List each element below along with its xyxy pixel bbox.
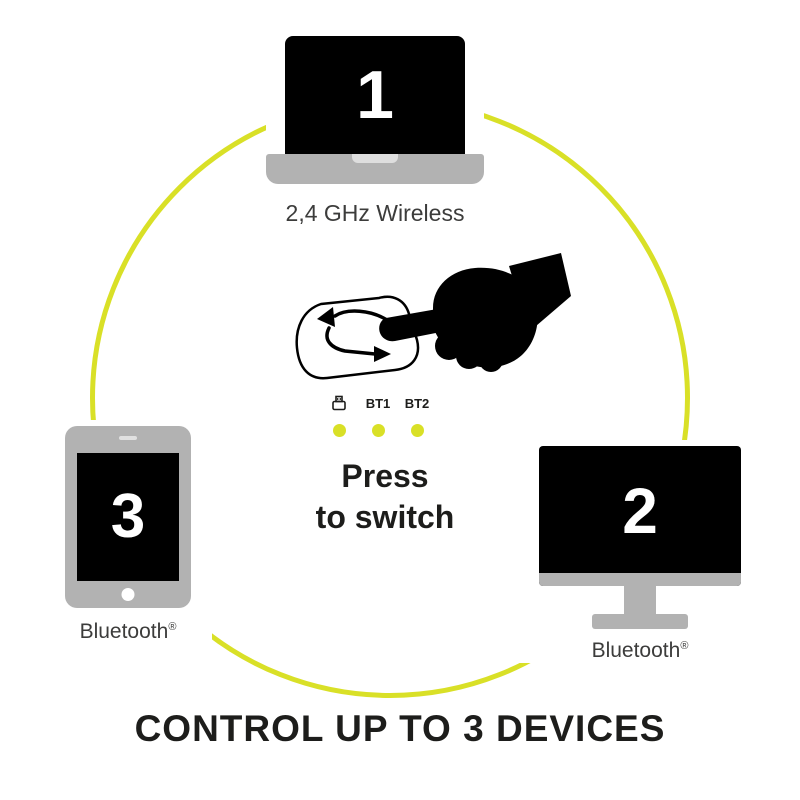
usb-receiver-icon [329,394,349,412]
footer-title: CONTROL UP TO 3 DEVICES [134,708,666,749]
device-number: 3 [110,482,146,551]
tablet-body: 3 [65,426,191,608]
mouse-hand-illustration [295,253,571,380]
label-text: 2,4 GHz Wireless [285,200,465,226]
press-line-1: Press [341,458,429,494]
device-laptop: 1 2,4 GHz Wireless [266,36,484,229]
monitor-connection-label: Bluetooth® [592,639,689,663]
switch-arrows-icon [325,309,389,356]
channel-dot-bt2 [410,424,424,437]
monitor-stand-foot [592,614,688,629]
laptop-connection-label: 2,4 GHz Wireless [286,200,465,227]
registered-mark: ® [680,640,689,652]
tablet-connection-label: Bluetooth® [80,620,177,644]
laptop-base [266,154,484,184]
channel-wireless [322,394,356,437]
registered-mark: ® [168,621,177,633]
channel-dot-bt1 [371,424,385,437]
arrow-head-left [317,307,335,327]
label-text: Bluetooth [591,639,681,662]
laptop-screen: 1 [285,36,465,154]
monitor-chin [539,573,741,586]
tablet-camera-slot [119,436,137,440]
pressing-hand-icon [379,253,571,372]
label-text: Bluetooth [79,620,169,643]
press-line-2: to switch [315,498,455,535]
bt2-label: BT2 [404,395,430,411]
channel-indicators: BT1 BT2 [322,394,434,437]
device-number: 2 [622,475,658,547]
monitor-screen: 2 [539,446,741,586]
channel-bt1: BT1 [361,394,395,437]
bt1-label: BT1 [365,395,391,411]
arrow-head-right [374,346,391,362]
device-number: 1 [356,57,394,133]
laptop-notch [352,154,398,163]
press-to-switch-text: Press to switch [280,456,490,538]
tablet-home-button [121,588,135,601]
monitor-stand-neck [624,586,656,614]
tablet-screen: 3 [77,453,179,581]
channel-bt2: BT2 [400,394,434,437]
channel-dot-wireless [332,424,346,437]
device-monitor: 2 Bluetooth® [514,440,766,663]
device-tablet: 3 Bluetooth® [44,420,212,644]
